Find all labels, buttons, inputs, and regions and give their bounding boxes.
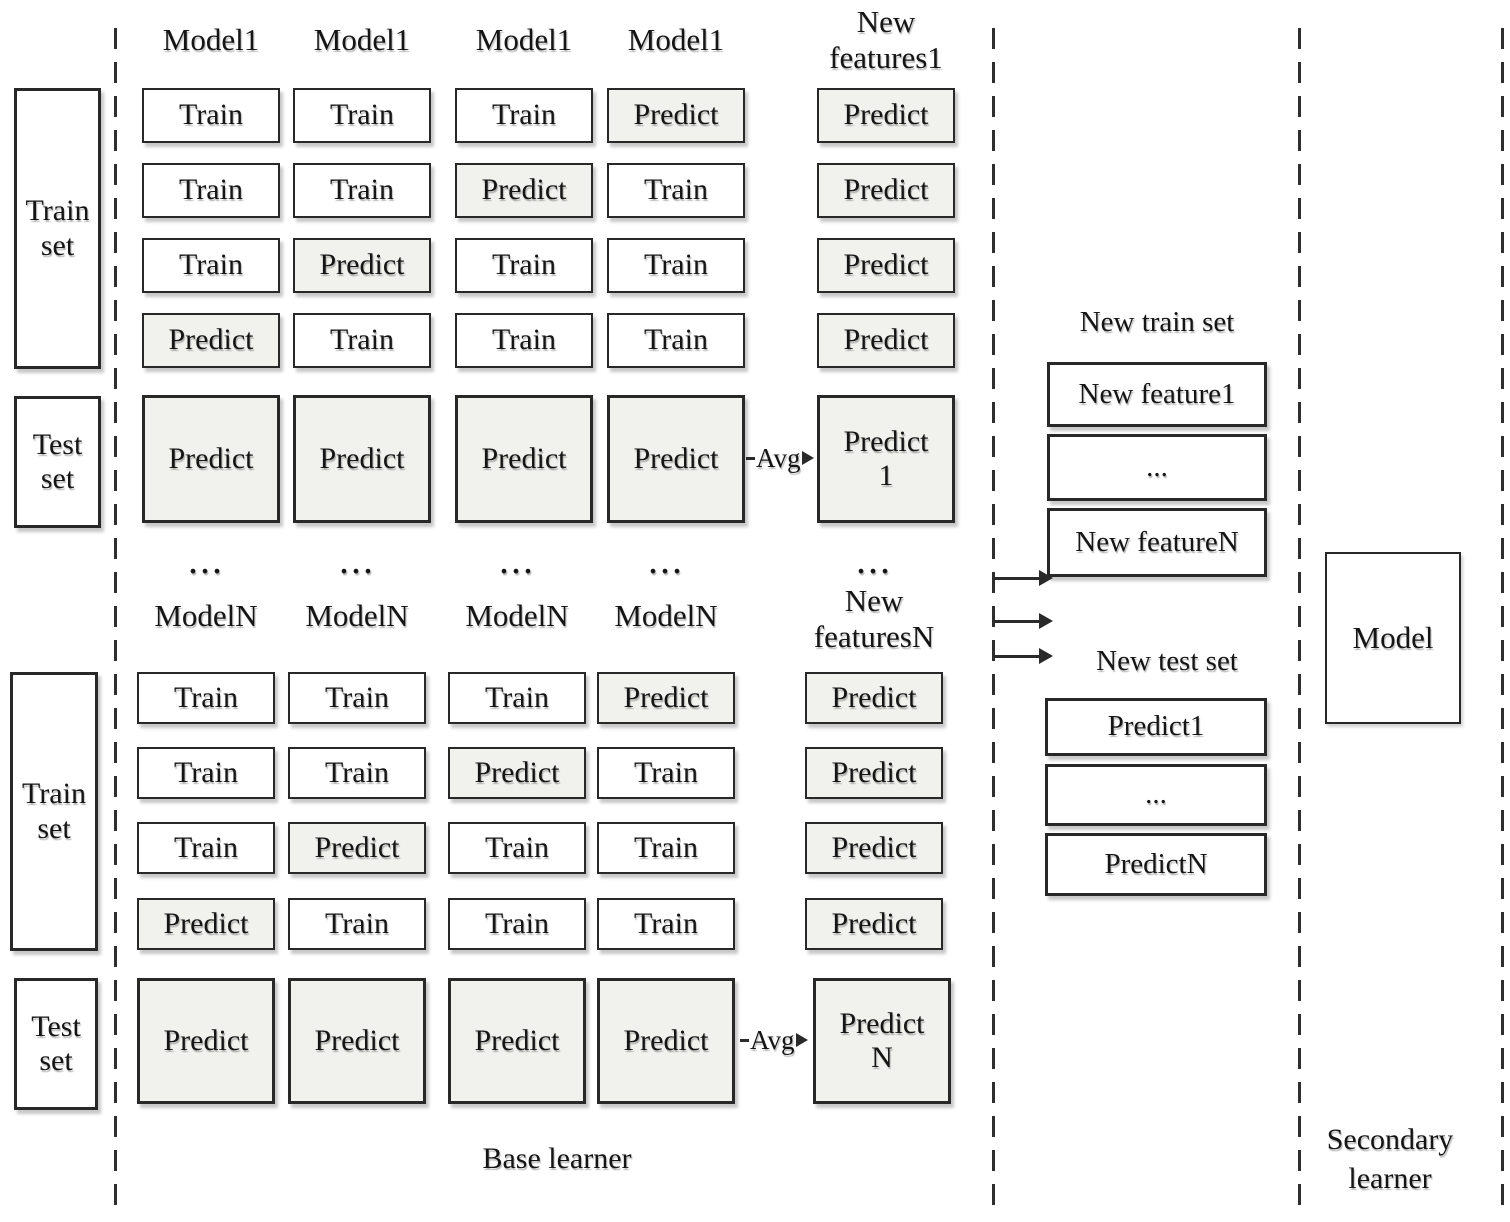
secondary-learner-label: Secondary learner	[1326, 1123, 1454, 1195]
new-feature-cell: Predict	[817, 88, 955, 143]
test-set-box-2: Test set	[14, 978, 98, 1110]
new-feature-ellipsis-box: ...	[1047, 434, 1267, 501]
new-feature-cell: Predict	[805, 822, 943, 874]
fold-cell: Train	[293, 88, 431, 143]
model1-header-1: Model1	[162, 22, 260, 57]
fold-cell: Train	[293, 163, 431, 218]
result-label-line2: 1	[878, 459, 894, 492]
fold-cell: Train	[288, 898, 426, 950]
fold-cell: Train	[607, 238, 745, 293]
fold-cell: Train	[288, 747, 426, 799]
predict1-box: Predict1	[1045, 698, 1267, 756]
test-predict-box: Predict	[142, 395, 280, 523]
avg-label: Avg	[756, 442, 801, 473]
model1-header-2: Model1	[313, 22, 411, 57]
test-predict-box: Predict	[137, 978, 275, 1104]
fold-cell: Train	[597, 898, 735, 950]
new-feature-cell: Predict	[817, 313, 955, 368]
avg-label: Avg	[750, 1024, 795, 1055]
new-feature-cell: Predict	[805, 898, 943, 950]
fold-cell: Train	[142, 163, 280, 218]
fold-cell: Predict	[142, 313, 280, 368]
fold-cell: Train	[448, 672, 586, 724]
test-predict-box: Predict	[597, 978, 735, 1104]
new-featureN-box: New featureN	[1047, 508, 1267, 577]
ellipsis-featcol: ...	[856, 537, 892, 582]
fold-cell: Train	[293, 313, 431, 368]
new-featuresN-header: New featuresN	[813, 583, 935, 654]
test-set-box-1: Test set	[14, 396, 101, 528]
fold-cell: Predict	[607, 88, 745, 143]
avg-connector-2: Avg	[740, 1023, 810, 1057]
ellipsis-col2: ...	[339, 537, 375, 582]
fold-cell: Train	[137, 672, 275, 724]
test-predict-box: Predict	[448, 978, 586, 1104]
fold-cell: Train	[448, 898, 586, 950]
arrow-head-icon	[801, 451, 814, 465]
modelN-header-4: ModelN	[614, 598, 718, 633]
test-predict-box: Predict	[288, 978, 426, 1104]
result-label-line1: Predict	[839, 1006, 925, 1040]
fold-cell: Train	[142, 238, 280, 293]
avg-result-box-1: Predict 1	[817, 395, 955, 523]
arrow-to-new-train-set	[994, 570, 1053, 586]
dashed-divider-3	[1298, 28, 1301, 1216]
fold-cell: Train	[597, 747, 735, 799]
new-test-set-label: New test set	[1096, 645, 1238, 677]
modelN-header-1: ModelN	[154, 598, 258, 633]
modelN-header-3: ModelN	[465, 598, 569, 633]
modelN-header-2: ModelN	[305, 598, 409, 633]
result-label-line1: Predict	[843, 424, 929, 458]
dashed-divider-1	[114, 28, 117, 1216]
fold-cell: Train	[455, 313, 593, 368]
new-feature-cell: Predict	[805, 672, 943, 724]
connector-line	[740, 1038, 749, 1042]
fold-cell: Train	[137, 747, 275, 799]
fold-cell: Train	[597, 822, 735, 874]
ellipsis-col1: ...	[188, 537, 224, 582]
arrow-to-new-test-set	[994, 648, 1053, 664]
new-feature-cell: Predict	[817, 238, 955, 293]
train-set-box-2: Train set	[10, 672, 98, 951]
result-label-line2: N	[871, 1041, 893, 1074]
secondary-model-box: Model	[1325, 552, 1461, 724]
fold-cell: Train	[142, 88, 280, 143]
connector-line	[746, 456, 755, 460]
ellipsis-col4: ...	[648, 537, 684, 582]
fold-cell: Train	[607, 313, 745, 368]
fold-cell: Predict	[597, 672, 735, 724]
test-predict-box: Predict	[455, 395, 593, 523]
fold-cell: Predict	[288, 822, 426, 874]
fold-cell: Train	[455, 88, 593, 143]
fold-cell: Train	[448, 822, 586, 874]
test-predict-box: Predict	[293, 395, 431, 523]
new-feature-cell: Predict	[805, 747, 943, 799]
dashed-divider-4	[1501, 28, 1504, 1216]
arrow-middle	[994, 613, 1053, 629]
fold-cell: Train	[455, 238, 593, 293]
model1-header-3: Model1	[475, 22, 573, 57]
ellipsis-col3: ...	[499, 537, 535, 582]
predictN-box: PredictN	[1045, 833, 1267, 896]
new-feature1-box: New feature1	[1047, 362, 1267, 427]
fold-cell: Train	[607, 163, 745, 218]
train-set-box-1: Train set	[14, 88, 101, 369]
model1-header-4: Model1	[627, 22, 725, 57]
new-features1-header: New features1	[829, 4, 943, 75]
test-predict-box: Predict	[607, 395, 745, 523]
arrow-head-icon	[795, 1033, 808, 1047]
fold-cell: Predict	[455, 163, 593, 218]
avg-result-box-2: Predict N	[813, 978, 951, 1104]
avg-connector-1: Avg	[746, 441, 816, 475]
base-learner-label: Base learner	[482, 1142, 632, 1175]
fold-cell: Train	[137, 822, 275, 874]
fold-cell: Predict	[137, 898, 275, 950]
fold-cell: Predict	[293, 238, 431, 293]
new-train-set-label: New train set	[1079, 306, 1235, 338]
predict-ellipsis-box: ...	[1045, 764, 1267, 826]
fold-cell: Train	[288, 672, 426, 724]
fold-cell: Predict	[448, 747, 586, 799]
new-feature-cell: Predict	[817, 163, 955, 218]
dashed-divider-2	[992, 28, 995, 1216]
